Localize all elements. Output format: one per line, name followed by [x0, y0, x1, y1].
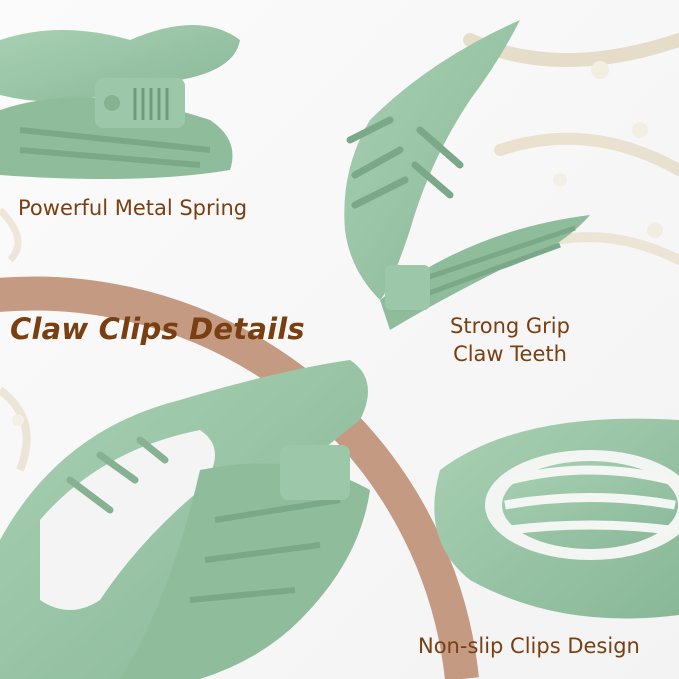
feature-label-grip-line2: Claw Teeth — [453, 342, 567, 367]
clip-large-closeup — [0, 360, 370, 679]
feature-label-grip: Strong Grip Claw Teeth — [430, 314, 590, 367]
feature-label-design: Non-slip Clips Design — [418, 634, 640, 658]
clip-open-claw — [344, 20, 590, 330]
clip-spring-closeup — [0, 25, 240, 179]
feature-label-grip-line1: Strong Grip — [450, 314, 570, 338]
page-headline: Claw Clips Details — [10, 312, 305, 346]
feature-label-spring: Powerful Metal Spring — [18, 196, 248, 220]
clip-top-view — [434, 418, 679, 619]
dried-flower-decoration-left — [0, 207, 31, 472]
